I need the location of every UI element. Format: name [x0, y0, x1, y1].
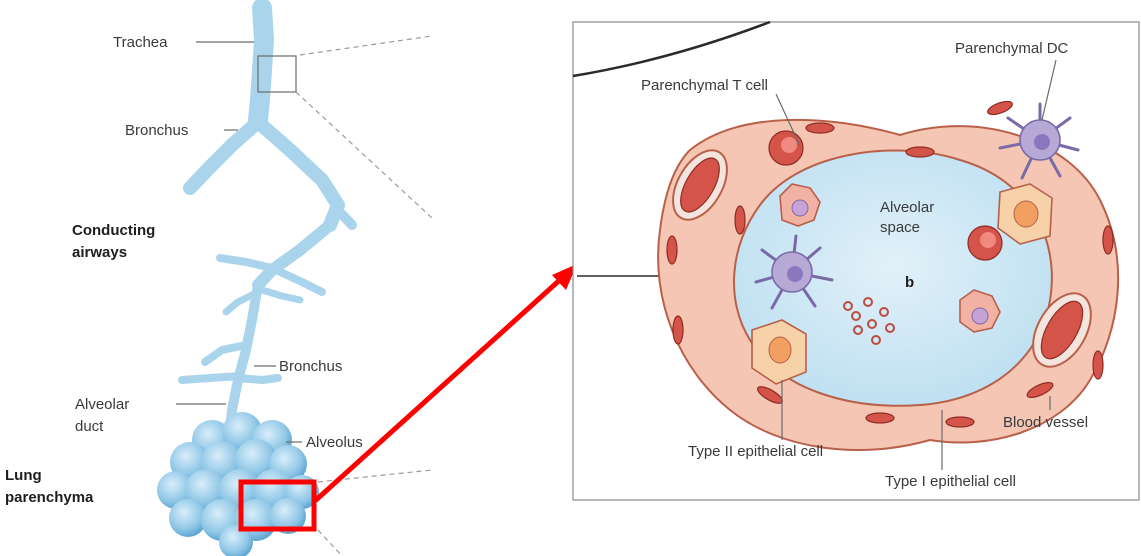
- label-alveolar-duct-line2: duct: [75, 418, 104, 435]
- label-alveolar-space-line2: space: [880, 219, 920, 236]
- label-type-i-epithelial-cell: Type I epithelial cell: [885, 473, 1016, 490]
- label-parenchymal-dc: Parenchymal DC: [955, 40, 1069, 57]
- label-blood-vessel: Blood vessel: [1003, 414, 1088, 431]
- label-lung-parenchyma-line1: Lung: [5, 467, 42, 484]
- label-alveolar-space-line1: Alveolar: [880, 199, 934, 216]
- label-bronchus-upper: Bronchus: [125, 122, 188, 139]
- label-trachea: Trachea: [113, 34, 168, 51]
- label-lung-parenchyma-line2: parenchyma: [5, 489, 94, 506]
- label-alveolus: Alveolus: [306, 434, 363, 451]
- zoom-arrow: [316, 264, 577, 500]
- label-parenchymal-t-cell: Parenchymal T cell: [641, 77, 768, 94]
- label-bronchus-lower: Bronchus: [279, 358, 342, 375]
- panel-letter: b: [905, 274, 914, 291]
- zoom-lines: [296, 36, 432, 556]
- label-alveolar-duct-line1: Alveolar: [75, 396, 129, 413]
- label-conducting-airways-line1: Conducting: [72, 222, 155, 239]
- label-conducting-airways-line2: airways: [72, 244, 127, 261]
- label-type-ii-epithelial-cell: Type II epithelial cell: [688, 443, 823, 460]
